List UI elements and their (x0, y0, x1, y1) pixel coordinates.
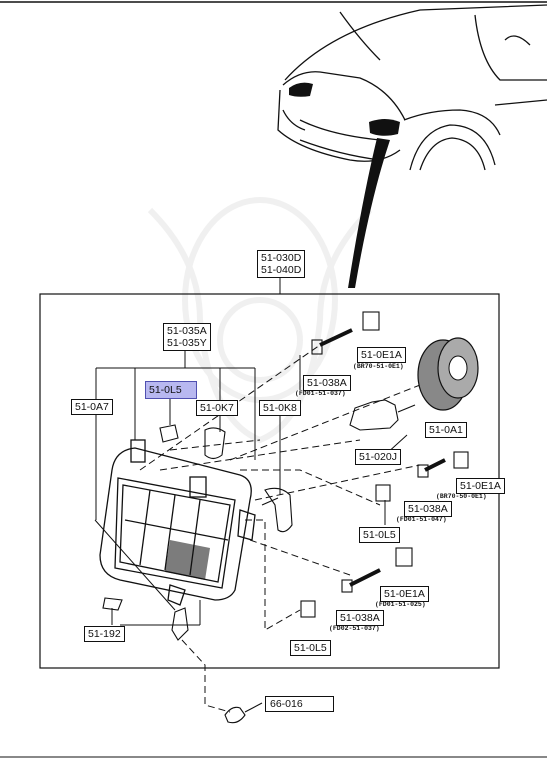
label-51-020J[interactable]: 51-020J (355, 449, 401, 465)
label-51-0E1A-top[interactable]: 51-0E1A (357, 347, 406, 363)
label-51-040D-line2: 51-040D (261, 264, 302, 276)
label-51-0L5-low[interactable]: 51-0L5 (290, 640, 331, 656)
cover-cap (417, 337, 479, 411)
lens-shading (165, 540, 210, 580)
label-51-0L5-mid[interactable]: 51-0L5 (359, 527, 400, 543)
car-front-illustration (277, 4, 547, 171)
subcode-038A-low: (FD02-51-037) (329, 625, 380, 632)
right-headlamp-shape (369, 119, 400, 136)
label-51-192[interactable]: 51-192 (84, 626, 125, 642)
label-51-0E1A-low[interactable]: 51-0E1A (380, 586, 429, 602)
label-51-0A1[interactable]: 51-0A1 (425, 422, 467, 438)
leader-line (382, 142, 387, 153)
label-51-030D-line1: 51-030D (261, 252, 302, 264)
dashed-leaders (139, 344, 421, 713)
label-51-0A7[interactable]: 51-0A7 (71, 399, 113, 415)
label-51-030D[interactable]: 51-030D 51-040D (257, 250, 306, 278)
subcode-0E1A-low: (FD01-51-025) (375, 601, 426, 608)
label-51-035Y-line2: 51-035Y (167, 337, 207, 349)
label-51-035A-line1: 51-035A (167, 325, 207, 337)
subcode-038A-top: (FD01-51-037) (295, 390, 346, 397)
headlamp-unit (99, 439, 256, 606)
label-66-016[interactable]: 66-016 (265, 696, 334, 712)
label-51-038A-mid[interactable]: 51-038A (404, 501, 452, 517)
label-51-0K7[interactable]: 51-0K7 (196, 400, 238, 416)
label-51-0K8[interactable]: 51-0K8 (259, 400, 301, 416)
label-51-038A-low[interactable]: 51-038A (336, 610, 384, 626)
label-51-035A[interactable]: 51-035A 51-035Y (163, 323, 211, 351)
small-parts (102, 311, 469, 724)
label-51-0L5-highlighted[interactable]: 51-0L5 (145, 381, 197, 399)
label-51-038A-top[interactable]: 51-038A (303, 375, 351, 391)
subcode-0E1A-mid: (BR70-50-0E1) (436, 493, 487, 500)
left-headlamp-shape (289, 82, 313, 97)
bracket-lines (94, 350, 408, 626)
subcode-0E1A-top: (BR70-51-0E1) (353, 363, 404, 370)
subcode-038A-mid: (FD01-51-047) (396, 516, 447, 523)
leader-arrow (348, 138, 390, 288)
label-51-0E1A-mid[interactable]: 51-0E1A (456, 478, 505, 494)
